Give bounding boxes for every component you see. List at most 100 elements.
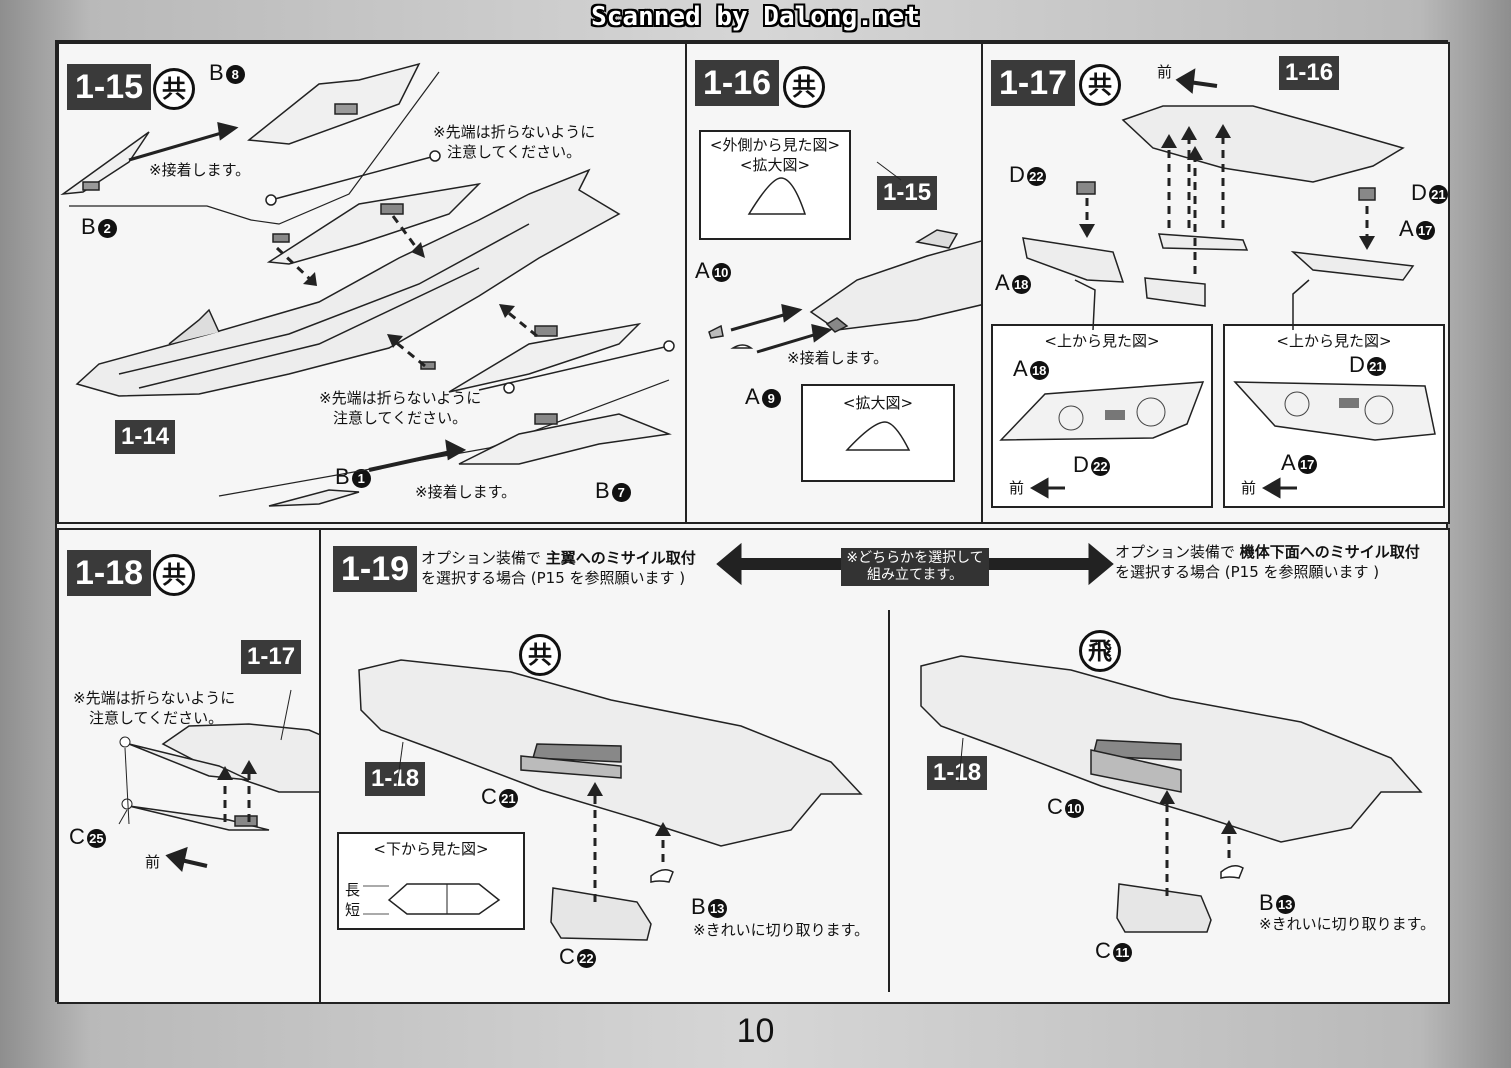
part-number: 22 (1026, 166, 1046, 186)
part-number: 18 (1011, 274, 1031, 294)
step-1-19-drawing (358, 542, 1423, 992)
front-direction-label: 前 (1009, 479, 1025, 497)
note-line: ※どちらかを選択して (846, 550, 984, 566)
ref-badge-1-17: 1-17 (241, 640, 302, 674)
ref-badge-1-15: 1-15 (877, 176, 938, 210)
step-1-19-panel: 1-19 オプション装備で 主翼へのミサイル取付 を選択する場合 (P15 を参… (319, 528, 1450, 1004)
common-symbol-icon: 共 (783, 66, 825, 108)
bottom-view-drawing (363, 883, 501, 915)
ref-badge-1-18: 1-18 (365, 762, 426, 796)
step-badge: 1-18 (67, 550, 152, 596)
front-direction-label: 前 (1241, 479, 1257, 497)
short-label: 短 (345, 901, 361, 919)
ref-badge-1-14: 1-14 (115, 420, 176, 454)
part-number: 13 (1275, 894, 1295, 914)
part-number: 21 (1428, 184, 1448, 204)
right-option-description: オプション装備で 機体下面へのミサイル取付 を選択する場合 (P15 を参照願い… (1115, 542, 1420, 582)
part-number: 1 (351, 468, 371, 488)
part-number: 8 (225, 64, 245, 84)
note-line: ※先端は折らないように (319, 389, 482, 407)
common-symbol-icon: 共 (519, 634, 561, 676)
part-number: 18 (1029, 360, 1049, 380)
part-number: 9 (761, 388, 781, 408)
option-emphasis: 主翼へのミサイル取付 (545, 549, 696, 567)
part-number: 7 (611, 482, 631, 502)
part-letter: A (745, 384, 760, 409)
part-letter: B (81, 214, 96, 239)
part-letter: A (695, 258, 710, 283)
flight-symbol-icon: 飛 (1079, 630, 1121, 672)
step-1-18-drawing (118, 689, 319, 872)
box-title: <上から見た図> (1044, 332, 1160, 350)
bottom-view-box: <下から見た図> 長 短 (337, 832, 525, 930)
box-title: <外側から見た図> (709, 136, 841, 154)
ref-badge-1-18-right: 1-18 (927, 756, 988, 790)
step-badge: 1-19 (333, 546, 418, 592)
option-emphasis: 機体下面へのミサイル取付 (1239, 543, 1420, 561)
outer-view-box: <外側から見た図> <拡大図> (699, 130, 851, 240)
step-badge: 1-15 (67, 64, 152, 110)
tip-caution-note: ※先端は折らないように 注意してください。 (73, 688, 235, 728)
note-line: ※先端は折らないように (433, 123, 596, 141)
part-number: 17 (1297, 454, 1317, 474)
cut-cleanly-note-right: ※きれいに切り取ります。 (1259, 915, 1436, 933)
step-badge: 1-17 (991, 60, 1076, 106)
long-label: 長 (345, 881, 361, 899)
part-letter: B (595, 478, 610, 503)
part-number: 13 (707, 898, 727, 918)
page-number: 10 (736, 1012, 775, 1050)
part-number: 17 (1415, 220, 1435, 240)
glue-note: ※接着します。 (149, 161, 251, 179)
cut-cleanly-note: ※きれいに切り取ります。 (693, 921, 870, 939)
glue-note-2: ※接着します。 (415, 483, 517, 501)
left-option-description: オプション装備で 主翼へのミサイル取付 を選択する場合 (P15 を参照願います… (421, 548, 696, 588)
step-1-16-drawing (708, 161, 981, 354)
part-letter: B (209, 60, 224, 85)
note-line: 注意してください。 (333, 409, 468, 427)
step-badge: 1-16 (695, 60, 780, 106)
common-symbol-icon: 共 (153, 68, 195, 110)
common-symbol-icon: 共 (153, 554, 195, 596)
front-direction-label: 前 (145, 853, 161, 871)
box-title: <拡大図> (842, 394, 914, 412)
box-title: <下から見た図> (373, 840, 489, 858)
part-number: 21 (498, 788, 518, 808)
tip-caution-note-2: ※先端は折らないように 注意してください。 (319, 388, 481, 428)
note-line: 注意してください。 (89, 709, 224, 727)
step-1-17-drawing (1022, 68, 1415, 331)
option-prefix: オプション装備で (421, 549, 546, 567)
part-number: 11 (1112, 942, 1132, 962)
part-number: 2 (97, 218, 117, 238)
part-number: 25 (86, 828, 106, 848)
part-number: 21 (1366, 356, 1386, 376)
option-line2: を選択する場合 (P15 を参照願います ) (421, 569, 686, 587)
note-line: ※先端は折らないように (73, 689, 236, 707)
box-title: <上から見た図> (1276, 332, 1392, 350)
top-view-drawing-left (999, 381, 1205, 499)
